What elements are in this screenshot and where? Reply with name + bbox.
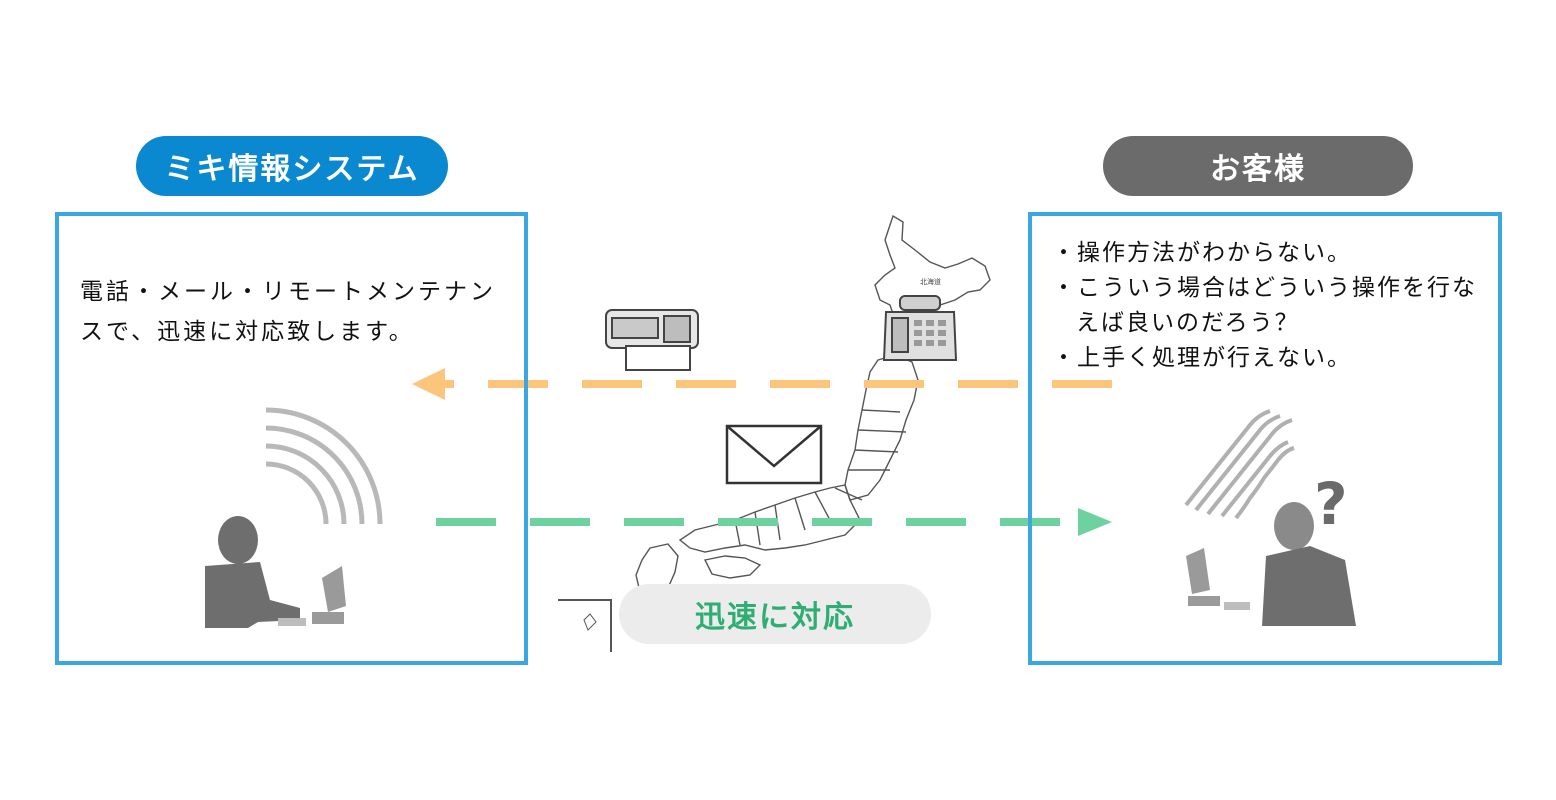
monitor-icon [278,566,346,626]
quick-response-badge: 迅速に対応 [619,584,931,644]
envelope-icon [725,424,823,485]
map-label-hokkaido: 北海道 [920,277,941,286]
concern-item: 操作方法がわからない。 [1052,236,1492,271]
operator-icon [205,516,300,628]
signal-waves-icon [265,407,383,525]
concern-item: 上手く処理が行えない。 [1052,341,1492,376]
svg-text:?: ? [1314,470,1348,538]
company-label: ミキ情報システム [136,136,448,196]
telephone-icon [882,295,958,361]
response-arrow [436,508,1112,536]
worry-waves-icon [1184,409,1295,520]
customer-panel [1028,212,1502,665]
customer-concerns: 操作方法がわからない。 こういう場合はどういう操作を行なえば良いのだろう？ 上手… [1052,236,1492,376]
fax-machine-icon [605,309,699,371]
concern-item: こういう場合はどういう操作を行なえば良いのだろう？ [1052,271,1492,341]
company-description: 電話・メール・リモートメンテナンスで、迅速に対応致します。 [80,279,496,345]
customer-label: お客様 [1103,136,1413,196]
customer-monitor-icon [1186,548,1250,610]
japan-map [635,214,991,599]
okinawa-inset [558,599,612,652]
inquiry-arrow [412,368,1112,400]
worried-customer-icon: ? [1262,470,1356,626]
company-panel [55,212,528,665]
